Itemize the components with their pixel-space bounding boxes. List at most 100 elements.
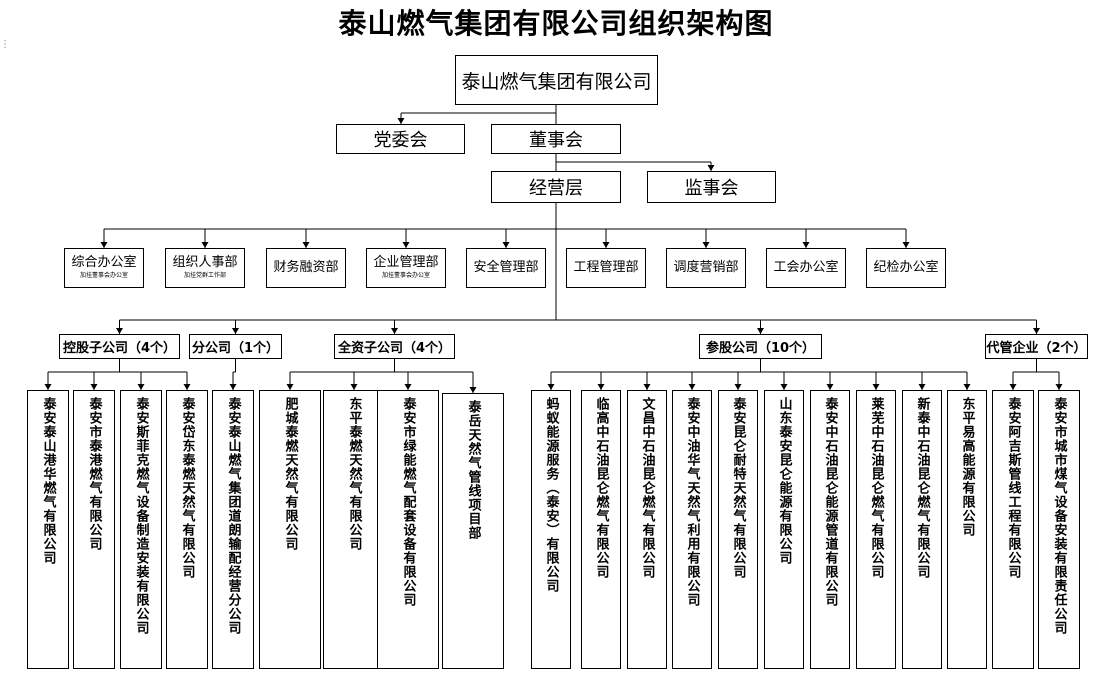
connector-arrowhead (90, 384, 98, 390)
department-label: 组织人事部 (172, 255, 238, 271)
category-box: 分公司（1个） (189, 334, 282, 359)
department-note: 加挂董事会办公室 (381, 272, 430, 280)
company-box: 泰安市泰港燃气有限公司 (73, 390, 115, 669)
category-label: 全资子公司（4个） (337, 341, 452, 356)
category-box: 全资子公司（4个） (334, 334, 455, 359)
department-box: 财务融资部 (266, 248, 346, 288)
category-box: 参股公司（10个） (699, 334, 822, 359)
company-name: 肥城泰燃天然气有限公司 (282, 397, 298, 551)
connector-arrowhead (597, 384, 605, 390)
company-box: 新泰中石油昆仑燃气有限公司 (902, 390, 942, 669)
category-box: 控股子公司（4个） (59, 334, 180, 359)
company-box: 东平易高能源有限公司 (947, 390, 987, 669)
connector-arrowhead (780, 384, 788, 390)
company-name: 泰安市城市煤气设备安装有限责任公司 (1051, 397, 1067, 635)
connector-arrowhead (826, 384, 834, 390)
company-name: 泰安昆仑耐特天然气有限公司 (730, 397, 746, 579)
node-supervisory-board: 监事会 (647, 171, 776, 203)
company-name: 泰安中油华气天然气利用有限公司 (684, 397, 700, 607)
connector-arrowhead (802, 242, 810, 248)
node-root: 泰山燃气集团有限公司 (455, 55, 658, 105)
department-box: 安全管理部 (466, 248, 546, 288)
company-name: 泰安泰山燃气集团道朗输配经营分公司 (225, 397, 241, 635)
department-box: 调度营销部 (666, 248, 746, 288)
category-label: 分公司（1个） (191, 341, 280, 356)
department-box: 纪检办公室 (866, 248, 946, 288)
connector-arrowhead (137, 384, 145, 390)
department-label: 调度营销部 (673, 259, 739, 275)
company-name: 临高中石油昆仑燃气有限公司 (593, 397, 609, 579)
department-box: 工会办公室 (766, 248, 846, 288)
company-box: 泰安市绿能燃气配套设备有限公司 (377, 390, 439, 669)
connector-arrowhead (44, 384, 52, 390)
category-label: 代管企业（2个） (986, 341, 1087, 356)
connector-arrowhead (404, 384, 412, 390)
company-name: 泰安中石油昆仑能源管道有限公司 (822, 397, 838, 607)
connector-arrowhead (116, 328, 123, 334)
company-box: 泰安斯菲克燃气设备制造安装有限公司 (120, 390, 162, 669)
connector-arrowhead (502, 242, 510, 248)
node-management: 经营层 (491, 171, 621, 203)
connector-arrowhead (602, 242, 610, 248)
department-label: 综合办公室 (71, 255, 137, 271)
connector-arrowhead (391, 328, 398, 334)
connector-arrowhead (902, 242, 910, 248)
company-box: 泰安泰山燃气集团道朗输配经营分公司 (212, 390, 254, 669)
department-box: 企业管理部加挂董事会办公室 (366, 248, 446, 288)
company-box: 莱芜中石油昆仑燃气有限公司 (856, 390, 896, 669)
company-name: 泰岳天然气管线项目部 (465, 400, 481, 540)
connector-arrowhead (1033, 328, 1040, 334)
department-label: 财务融资部 (273, 259, 339, 275)
company-box: 泰安阿吉斯管线工程有限公司 (992, 390, 1034, 669)
connector-arrowhead (734, 384, 742, 390)
chart-title: 泰山燃气集团有限公司组织架构图 (338, 7, 774, 40)
company-name: 泰安斯菲克燃气设备制造安装有限公司 (133, 397, 149, 635)
company-name: 东平泰燃天然气有限公司 (346, 397, 362, 551)
connector-arrowhead (302, 242, 310, 248)
connector-arrowhead (350, 384, 358, 390)
connector-arrowhead (872, 384, 880, 390)
company-name: 泰安阿吉斯管线工程有限公司 (1005, 397, 1021, 579)
department-box: 组织人事部加挂党群工作部 (165, 248, 245, 288)
company-box: 东平泰燃天然气有限公司 (323, 390, 385, 669)
company-name: 新泰中石油昆仑燃气有限公司 (914, 397, 930, 579)
company-box: 蚂蚁能源服务（泰安）有限公司 (531, 390, 571, 669)
company-box: 泰安泰山港华燃气有限公司 (27, 390, 69, 669)
connector-arrowhead (1055, 384, 1063, 390)
company-box: 泰岳天然气管线项目部 (442, 393, 504, 669)
company-name: 东平易高能源有限公司 (959, 397, 975, 537)
category-label: 参股公司（10个） (705, 341, 816, 356)
category-box: 代管企业（2个） (985, 334, 1088, 359)
connector-arrowhead (201, 242, 209, 248)
connector-arrowhead (643, 384, 651, 390)
company-name: 泰安市泰港燃气有限公司 (86, 397, 102, 551)
company-box: 临高中石油昆仑燃气有限公司 (581, 390, 621, 669)
department-label: 企业管理部 (373, 255, 439, 271)
connector-arrowhead (100, 242, 108, 248)
connector-arrowhead (232, 328, 239, 334)
company-box: 泰安中石油昆仑能源管道有限公司 (810, 390, 850, 669)
connector-arrowhead (183, 384, 191, 390)
connector-arrowhead (397, 118, 405, 124)
company-box: 泰安中油华气天然气利用有限公司 (672, 390, 712, 669)
company-name: 泰安岱东泰燃天然气有限公司 (179, 397, 195, 579)
node-party-committee: 党委会 (336, 124, 465, 154)
department-note: 加挂党群工作部 (183, 272, 226, 280)
connector-arrowhead (286, 384, 294, 390)
connector-arrowhead (918, 384, 926, 390)
connector-arrowhead (688, 384, 696, 390)
company-name: 文昌中石油昆仑燃气有限公司 (639, 397, 655, 579)
department-label: 安全管理部 (473, 259, 539, 275)
department-box: 综合办公室加挂董事会办公室 (64, 248, 144, 288)
company-name: 泰安泰山港华燃气有限公司 (40, 397, 56, 565)
connector-arrowhead (707, 165, 715, 171)
connector-arrowhead (757, 328, 764, 334)
department-label: 工程管理部 (573, 259, 639, 275)
category-label: 控股子公司（4个） (62, 341, 177, 356)
company-box: 泰安市城市煤气设备安装有限责任公司 (1038, 390, 1080, 669)
connector-arrowhead (1009, 384, 1017, 390)
department-box: 工程管理部 (566, 248, 646, 288)
connector-arrowhead (402, 242, 410, 248)
